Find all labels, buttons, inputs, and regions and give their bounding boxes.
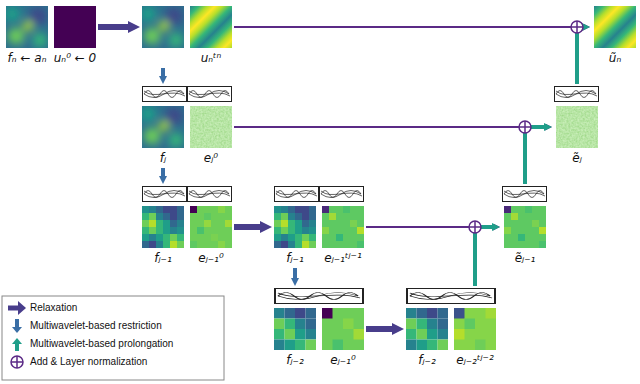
relaxation-arrow <box>98 24 128 30</box>
heatmap-row-j <box>140 87 599 152</box>
restriction-arrow <box>161 168 165 176</box>
legend-box <box>2 296 224 380</box>
map-label: uₙ⁰ ← 0 <box>54 51 97 65</box>
heatmap <box>190 206 232 248</box>
wavelet-strip <box>275 187 319 202</box>
heatmap-row-j1 <box>142 187 547 249</box>
heatmap <box>322 206 364 248</box>
heatmap <box>274 206 316 248</box>
relaxation-arrow <box>234 224 260 230</box>
legend-row: Add & Layer normalization <box>30 356 147 368</box>
map-label: fⱼ₋₂ <box>286 353 303 367</box>
legend-row: Multiwavelet-based restriction <box>30 320 162 332</box>
map-label: fⱼ₋₁ <box>286 251 303 265</box>
wavelet-strip <box>407 289 495 304</box>
legend-sample <box>15 319 19 327</box>
heatmap <box>54 6 96 48</box>
map-label: fⱼ <box>160 151 166 165</box>
relaxed-pair: fⱼ₋₂ eⱼ₋₂ᵗʲ⁻² <box>404 286 498 370</box>
prolongation-arrow <box>475 227 492 286</box>
heatmap <box>140 106 184 151</box>
relaxation-arrow <box>366 326 392 332</box>
legend-text: Add & Layer normalization <box>30 356 147 367</box>
legend-text: Multiwavelet-based prolongation <box>30 338 173 349</box>
output-map: ũₙ <box>590 4 640 68</box>
map-label: eⱼ⁰ <box>204 151 218 165</box>
circle-shape <box>519 121 531 133</box>
add-norm-symbol <box>469 221 481 233</box>
path-shape <box>519 121 531 133</box>
add-norm-line <box>234 126 545 128</box>
legend: RelaxationMultiwavelet-based restriction… <box>30 302 220 374</box>
circle-shape <box>571 21 583 33</box>
heatmap <box>322 308 364 350</box>
legend-row: Relaxation <box>30 302 77 314</box>
heatmap <box>4 6 48 51</box>
restriction-arrow <box>161 68 165 76</box>
heatmap <box>594 6 636 48</box>
legend-text: Multiwavelet-based restriction <box>30 320 162 331</box>
map-label: ũₙ <box>609 51 621 65</box>
add-norm-line <box>234 26 583 28</box>
wavelet-strip <box>275 289 363 304</box>
legend-sample <box>18 301 26 315</box>
circle-shape <box>469 221 481 233</box>
map-label: fₙ ← aₙ <box>8 51 47 65</box>
legend-sample <box>11 356 23 368</box>
prolongation-arrow <box>525 127 544 184</box>
legend-text: Relaxation <box>30 302 77 313</box>
legend-sample <box>12 327 22 333</box>
map-label: ẽⱼ <box>572 151 581 165</box>
wavelet-strip <box>143 87 187 102</box>
path-shape <box>469 221 481 233</box>
heatmap <box>190 106 232 148</box>
map-label: eⱼ₋₁⁰ <box>330 353 355 367</box>
legend-frame <box>2 296 224 380</box>
heatmap-row-top <box>4 6 636 51</box>
heatmap <box>190 6 232 48</box>
wavelet-strip <box>188 187 232 202</box>
prolongation-arrow <box>577 27 582 84</box>
heatmap <box>454 308 496 350</box>
wavelet-strip <box>555 87 599 102</box>
heatmap <box>406 308 448 350</box>
level-pair: fⱼ eⱼ⁰ <box>140 84 234 168</box>
legend-sample <box>15 344 19 351</box>
level-pair: fⱼ₋₁ eⱼ₋₁⁰ <box>140 184 234 268</box>
legend-sample <box>12 338 22 344</box>
add-norm-symbol <box>571 21 583 33</box>
map-label: ẽⱼ₋₁ <box>515 251 536 265</box>
wavelet-strip <box>320 187 364 202</box>
legend-sample <box>8 306 18 311</box>
level-pair: fⱼ₋₂ eⱼ₋₁⁰ <box>272 286 366 370</box>
relaxed-pair: fⱼ₋₁ eⱼ₋₁ᵗʲ⁻¹ <box>272 184 366 268</box>
input-pair: fₙ ← aₙ uₙ⁰ ← 0 <box>4 4 98 68</box>
heatmap <box>140 6 184 51</box>
map-label: eⱼ₋₂ᵗʲ⁻² <box>456 353 493 367</box>
relaxed-pair: uₙᵗⁿ <box>140 4 234 68</box>
wavelet-strip <box>143 187 187 202</box>
map-label: fⱼ₋₁ <box>154 251 171 265</box>
map-label: eⱼ₋₁⁰ <box>198 251 223 265</box>
heatmap <box>274 308 316 350</box>
heatmap <box>556 106 598 148</box>
wavelet-strip <box>503 187 547 202</box>
heatmap <box>504 206 546 248</box>
heatmap <box>142 206 184 248</box>
correction-map: ẽⱼ <box>552 84 602 168</box>
correction-map: ẽⱼ₋₁ <box>500 184 550 268</box>
heatmap-row-j2 <box>274 289 496 351</box>
map-label: uₙᵗⁿ <box>201 51 222 65</box>
restriction-arrow <box>293 268 297 278</box>
legend-sample <box>11 356 23 368</box>
map-label: eⱼ₋₁ᵗʲ⁻¹ <box>324 251 361 265</box>
path-shape <box>571 21 583 33</box>
map-label: fⱼ₋₂ <box>418 353 435 367</box>
legend-row: Multiwavelet-based prolongation <box>30 338 173 350</box>
wavelet-strip <box>188 87 232 102</box>
add-norm-symbol <box>519 121 531 133</box>
